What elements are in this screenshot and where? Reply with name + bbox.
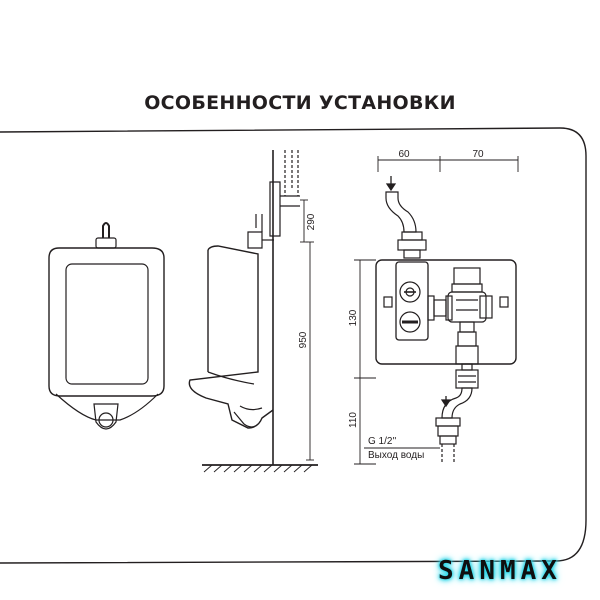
dim-label-70: 70: [472, 149, 484, 160]
valve-assembly: [375, 156, 519, 462]
outlet-thread-label: G 1/2'': [368, 436, 396, 447]
valve-dimensions: [354, 259, 440, 465]
dim-label-950: 950: [298, 331, 309, 348]
dim-label-60: 60: [398, 149, 410, 160]
outlet-label: Выход воды: [368, 450, 424, 461]
urinal-front-view: [48, 222, 165, 430]
dim-label-130: 130: [348, 309, 359, 326]
dim-label-290: 290: [306, 213, 317, 230]
brand-logo: SANMAX: [410, 556, 586, 590]
brand-name: SANMAX: [438, 556, 562, 586]
page-title: ОСОБЕННОСТИ УСТАНОВКИ: [144, 92, 456, 114]
side-view-dimensions: [300, 199, 314, 461]
diagram-frame: [0, 127, 587, 564]
urinal-side-view: [188, 150, 318, 473]
dim-label-110: 110: [348, 412, 359, 428]
